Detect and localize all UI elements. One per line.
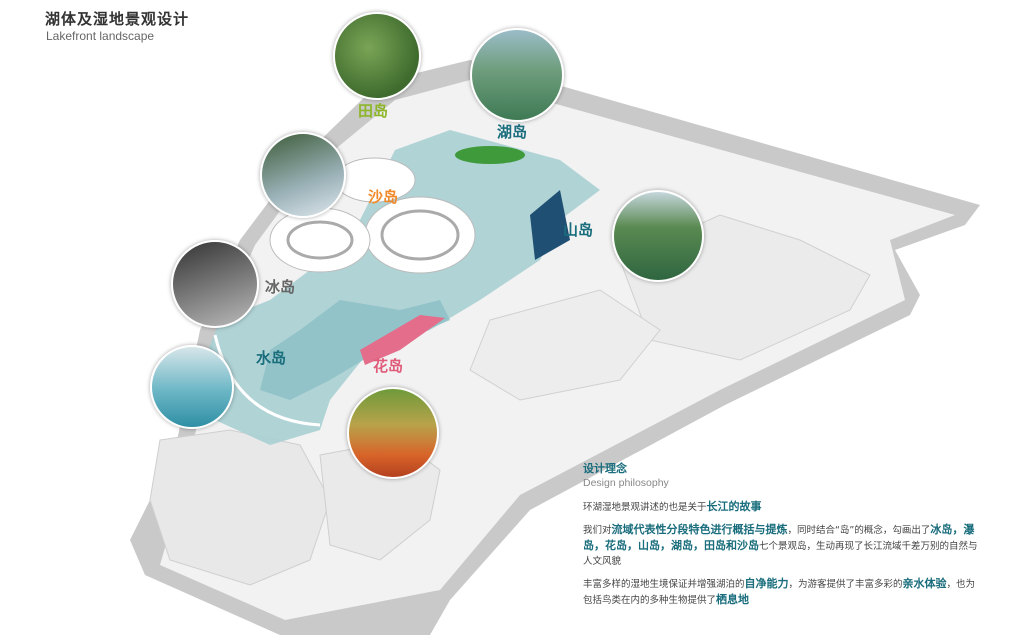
philosophy-paragraph-3: 丰富多样的湿地生境保证并增强湖泊的自净能力，为游客提供了丰富多彩的亲水体验，也为… [583, 577, 976, 606]
photo-sha-island [260, 132, 346, 218]
photo-shui-island [150, 345, 234, 429]
photo-shan-island [612, 190, 704, 282]
label-hu-island: 湖岛 [497, 123, 528, 141]
photo-hua-island [347, 387, 439, 479]
sand-island-ring-1 [380, 209, 460, 261]
parcel-1 [149, 429, 331, 586]
sand-island-2 [269, 207, 371, 273]
label-tian-island: 田岛 [358, 102, 389, 120]
label-shan-island: 山岛 [563, 221, 594, 239]
lake-island-green [455, 146, 525, 164]
design-philosophy: 设计理念 Design philosophy 环湖湿地景观讲述的也是关于长江的故… [583, 461, 983, 615]
lake-deep [260, 300, 450, 400]
label-shui-island: 水岛 [256, 349, 287, 367]
label-bing-island: 冰岛 [265, 278, 296, 296]
philosophy-paragraph-1: 环湖湿地景观讲述的也是关于长江的故事 [583, 500, 762, 513]
page-title: 湖体及湿地景观设计 [45, 10, 190, 28]
parcel-4 [469, 289, 661, 401]
philosophy-heading: 设计理念 [583, 462, 627, 475]
sand-island-ring-2 [286, 220, 354, 260]
water-island-edge [213, 334, 321, 427]
philosophy-heading-en: Design philosophy [583, 477, 669, 489]
photo-bing-island [171, 240, 259, 328]
mountain-island-structure [530, 190, 570, 260]
photo-tian-island [333, 12, 421, 100]
label-sha-island: 沙岛 [368, 188, 399, 206]
label-hua-island: 花岛 [373, 357, 404, 375]
philosophy-paragraph-2: 我们对流域代表性分段特色进行概括与提炼，同时结合“岛”的概念，勾画出了冰岛，瀑岛… [583, 523, 978, 567]
photo-hu-island [470, 28, 564, 122]
flower-island-band [360, 315, 445, 365]
page-subtitle: Lakefront landscape [46, 29, 155, 43]
